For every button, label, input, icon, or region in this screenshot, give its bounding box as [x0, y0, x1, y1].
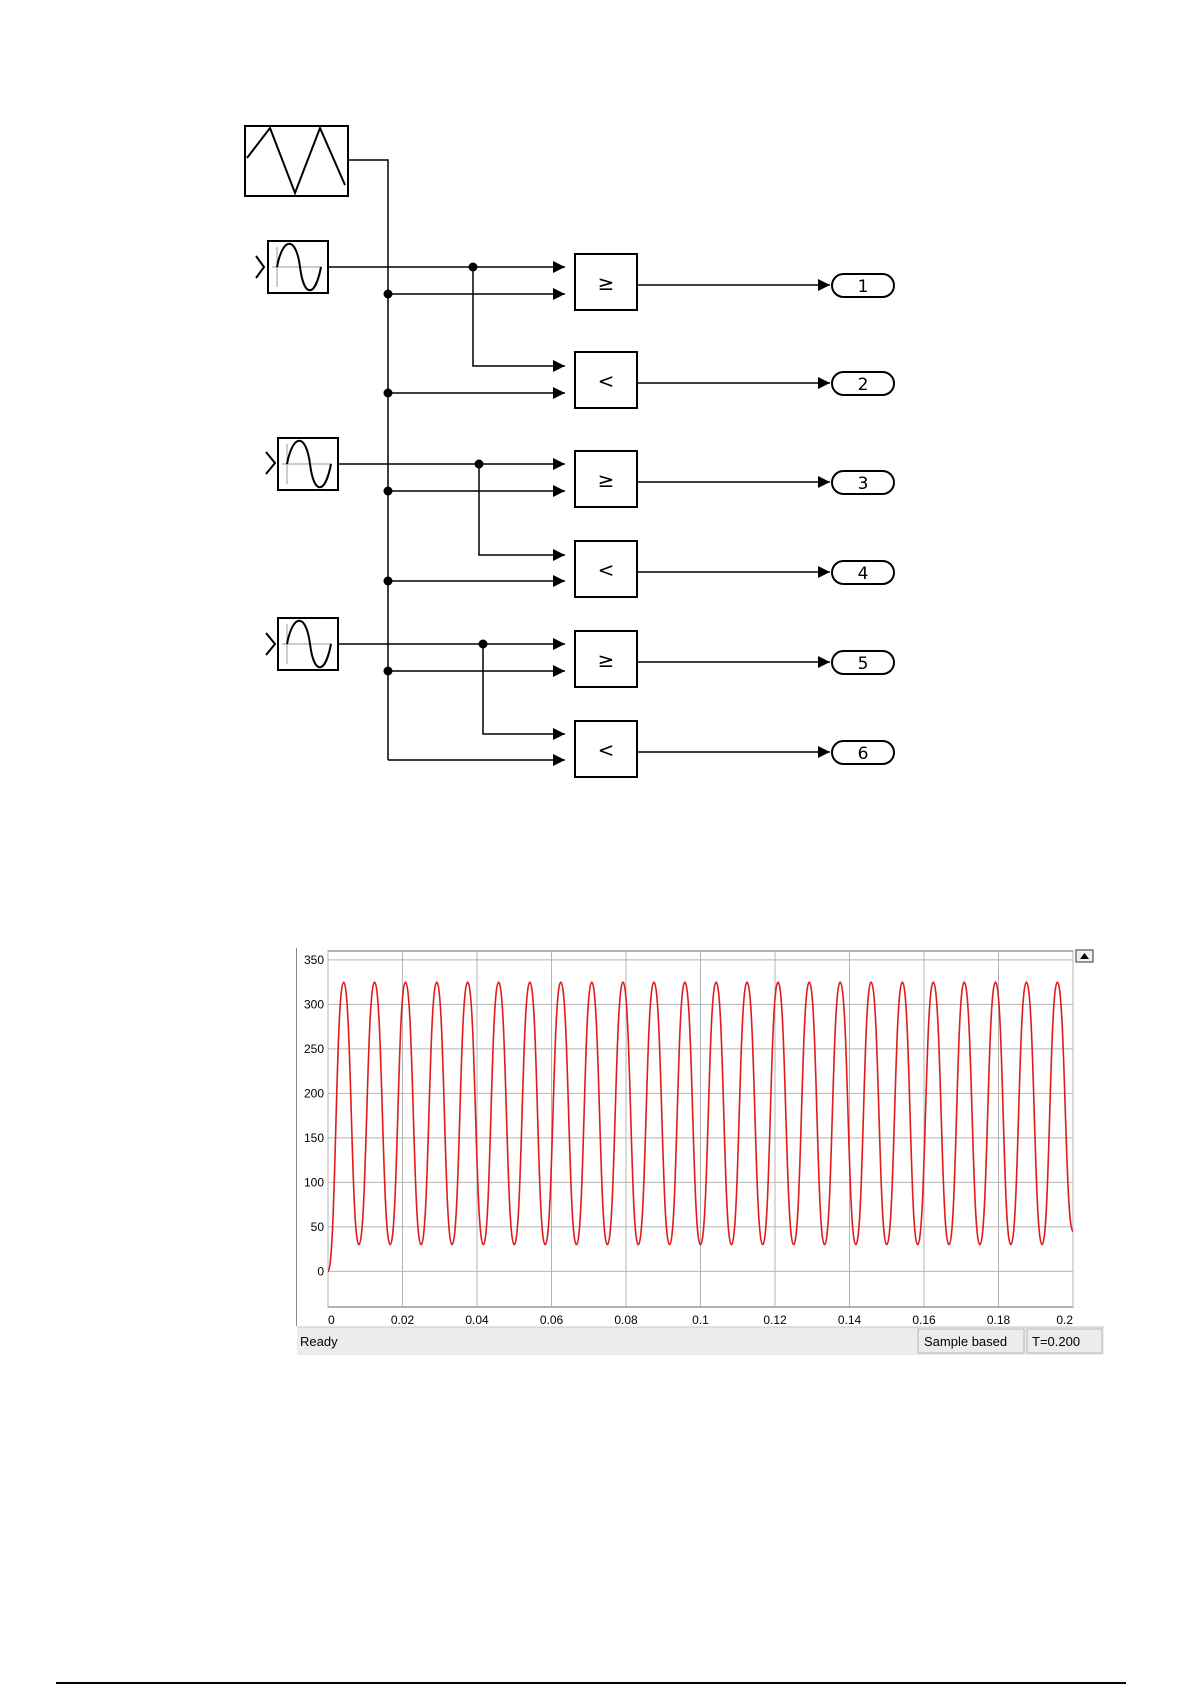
operator-label: ≥ [598, 648, 615, 672]
junction-dot [384, 577, 393, 586]
triangle-generator-block[interactable] [245, 126, 348, 196]
carrier-branch-2 [384, 389, 566, 398]
x-tick-label: 0.08 [614, 1313, 638, 1327]
sine-source-3[interactable] [266, 618, 338, 670]
x-tick-label: 0.2 [1056, 1313, 1073, 1327]
scope-window: 0 50 100 150 200 250 300 350 0 0.02 0.04 0.06 0.08 0… [296, 948, 1104, 1356]
status-mode-text: Sample based [924, 1334, 1007, 1349]
page-bottom-rule [56, 1682, 1126, 1684]
x-tick-label: 0.1 [692, 1313, 709, 1327]
outport-label: 3 [858, 474, 869, 494]
status-time-text: T=0.200 [1032, 1334, 1080, 1349]
carrier-bus [349, 160, 565, 760]
outport-label: 6 [858, 744, 869, 764]
operator-label: < [598, 369, 615, 393]
restore-axes-button[interactable] [1076, 950, 1093, 962]
input-chevron-icon [266, 452, 275, 474]
junction-dot [475, 460, 484, 469]
x-tick-label: 0.02 [391, 1313, 415, 1327]
x-tick-label: 0.14 [838, 1313, 862, 1327]
junction-dot [479, 640, 488, 649]
x-tick-label: 0.12 [763, 1313, 787, 1327]
carrier-branch-3 [384, 487, 566, 496]
y-tick-label: 350 [304, 953, 324, 967]
output-wires [638, 285, 830, 752]
outport-5[interactable]: 5 [832, 651, 894, 674]
x-tick-label: 0.18 [987, 1313, 1011, 1327]
x-tick-label: 0.04 [465, 1313, 489, 1327]
compare-block-3[interactable]: ≥ [575, 451, 637, 507]
status-text: Ready [300, 1334, 338, 1349]
outport-2[interactable]: 2 [832, 372, 894, 395]
outport-label: 4 [858, 564, 869, 584]
sine2-wires [339, 460, 565, 556]
junction-dot [384, 389, 393, 398]
operator-label: ≥ [598, 468, 615, 492]
outport-6[interactable]: 6 [832, 741, 894, 764]
y-tick-label: 100 [304, 1175, 324, 1189]
compare-block-1[interactable]: ≥ [575, 254, 637, 310]
sine-source-2[interactable] [266, 438, 338, 490]
sine3-wires [339, 640, 565, 735]
carrier-branch-4 [384, 577, 566, 586]
junction-dot [384, 487, 393, 496]
x-tick-label: 0.06 [540, 1313, 564, 1327]
compare-block-5[interactable]: ≥ [575, 631, 637, 687]
compare-block-6[interactable]: < [575, 721, 637, 777]
junction-dot [384, 667, 393, 676]
outport-label: 1 [858, 277, 869, 297]
operator-label: ≥ [598, 271, 615, 295]
simulink-diagram: ≥ < ≥ < ≥ < 1 2 3 4 [0, 0, 1192, 820]
junction-dot [469, 263, 478, 272]
input-chevron-icon [256, 256, 264, 278]
outport-label: 5 [858, 654, 869, 674]
x-tick-label: 0 [328, 1313, 335, 1327]
y-tick-label: 150 [304, 1131, 324, 1145]
x-tick-label: 0.16 [912, 1313, 936, 1327]
y-tick-label: 200 [304, 1086, 324, 1100]
outport-4[interactable]: 4 [832, 561, 894, 584]
junction-dot [384, 290, 393, 299]
y-tick-label: 300 [304, 997, 324, 1011]
y-tick-label: 50 [311, 1220, 325, 1234]
carrier-branch-1 [384, 290, 566, 299]
sine1-wires [329, 263, 565, 367]
operator-label: < [598, 738, 615, 762]
carrier-branch-5 [384, 667, 566, 676]
input-chevron-icon [266, 633, 275, 655]
sine-source-1[interactable] [256, 241, 328, 293]
y-tick-label: 0 [317, 1264, 324, 1278]
compare-block-2[interactable]: < [575, 352, 637, 408]
outport-label: 2 [858, 375, 869, 395]
outport-1[interactable]: 1 [832, 274, 894, 297]
outport-3[interactable]: 3 [832, 471, 894, 494]
compare-block-4[interactable]: < [575, 541, 637, 597]
y-tick-label: 250 [304, 1042, 324, 1056]
operator-label: < [598, 558, 615, 582]
